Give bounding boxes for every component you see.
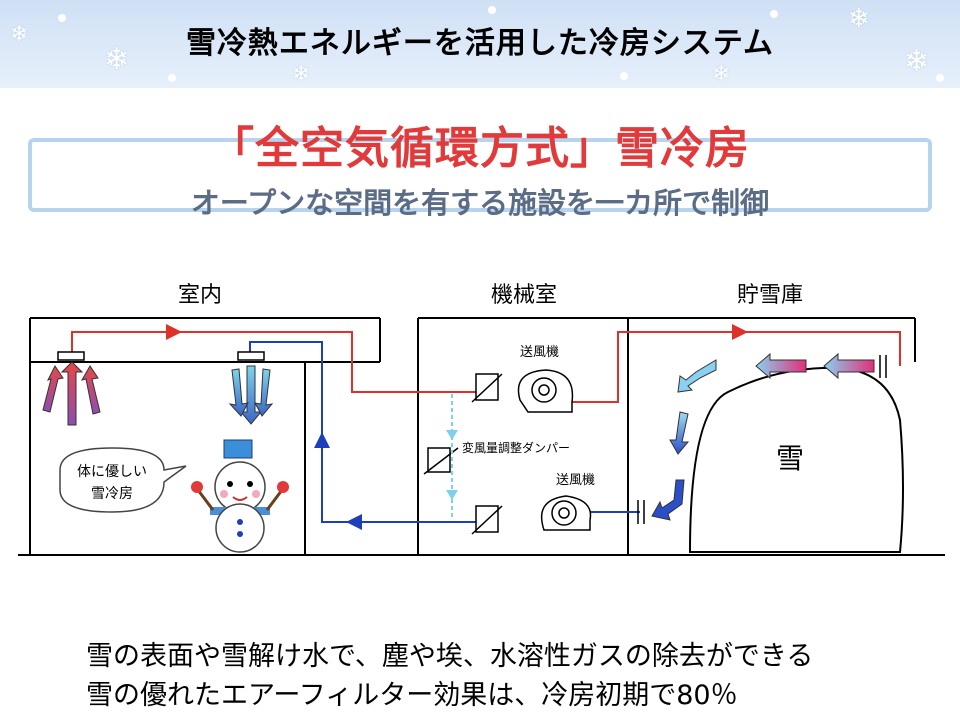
damper-top	[471, 373, 503, 403]
indoor-room	[29, 317, 381, 555]
section-label-snow-storage: 貯雪庫	[737, 283, 803, 308]
warm-air-duct	[71, 331, 476, 393]
snow-dot	[488, 6, 496, 14]
snow-storage-room	[628, 317, 916, 362]
speech-bubble: 体に優しい 雪冷房	[59, 447, 187, 513]
diffuser-blue	[237, 351, 265, 361]
filter-bottom	[637, 500, 645, 524]
blower-bottom-label: 送風機	[556, 473, 595, 488]
speech-line-2: 雪冷房	[91, 486, 133, 502]
snow-dot	[168, 74, 176, 82]
snowflake-icon: ❄	[104, 42, 130, 77]
blower-bottom	[540, 495, 592, 531]
warm-air-duct-to-storage	[572, 331, 901, 403]
description-line-2: 雪の優れたエアーフィルター効果は、冷房初期で80％	[86, 680, 738, 711]
title-frame	[28, 138, 932, 212]
snowflake-icon: ❄	[292, 62, 311, 87]
snowflake-icon: ❄	[904, 44, 930, 79]
section-label-indoor: 室内	[178, 283, 222, 308]
snow-dot	[770, 10, 778, 18]
storage-flow-arrows	[651, 352, 875, 521]
snow-dot	[936, 74, 944, 82]
machine-room	[417, 317, 629, 555]
blower-top	[517, 369, 574, 413]
main-title: 「全空気循環方式」雪冷房	[210, 123, 750, 174]
snow-label: 雪	[776, 442, 804, 475]
bypass-arrow-down	[446, 430, 458, 440]
snowman-mascot	[191, 439, 289, 553]
system-diagram: 室内 機械室 貯雪庫	[18, 283, 945, 556]
cold-air-duct	[249, 341, 476, 523]
subtitle: オープンな空間を有する施設を一カ所で制御	[190, 186, 770, 220]
speech-line-1: 体に優しい	[77, 464, 147, 480]
warm-air-up-arrows	[42, 361, 101, 426]
filter-top	[879, 355, 887, 378]
snow-dot	[620, 72, 628, 80]
diffuser-red	[57, 351, 85, 361]
snowflake-icon: ❄	[848, 4, 870, 34]
header-banner: ❄ ❄ ❄ ❄ ❄ ❄ 雪冷熱エネルギーを活用した冷房システム	[0, 0, 960, 88]
damper-bottom	[471, 505, 503, 535]
header-title: 雪冷熱エネルギーを活用した冷房システム	[185, 26, 775, 61]
snowflake-icon: ❄	[712, 62, 731, 87]
section-label-machine-room: 機械室	[491, 283, 557, 308]
bypass-arrow-down-2	[446, 490, 458, 500]
snowflake-icon: ❄	[10, 22, 29, 47]
cold-air-down-arrows	[228, 365, 274, 425]
snow-dot	[58, 14, 66, 22]
blower-top-label: 送風機	[520, 345, 559, 360]
damper-label: 変風量調整ダンパー	[462, 440, 570, 455]
description-line-1: 雪の表面や雪解け水で、塵や埃、水溶性ガスの除去ができる	[86, 641, 814, 672]
